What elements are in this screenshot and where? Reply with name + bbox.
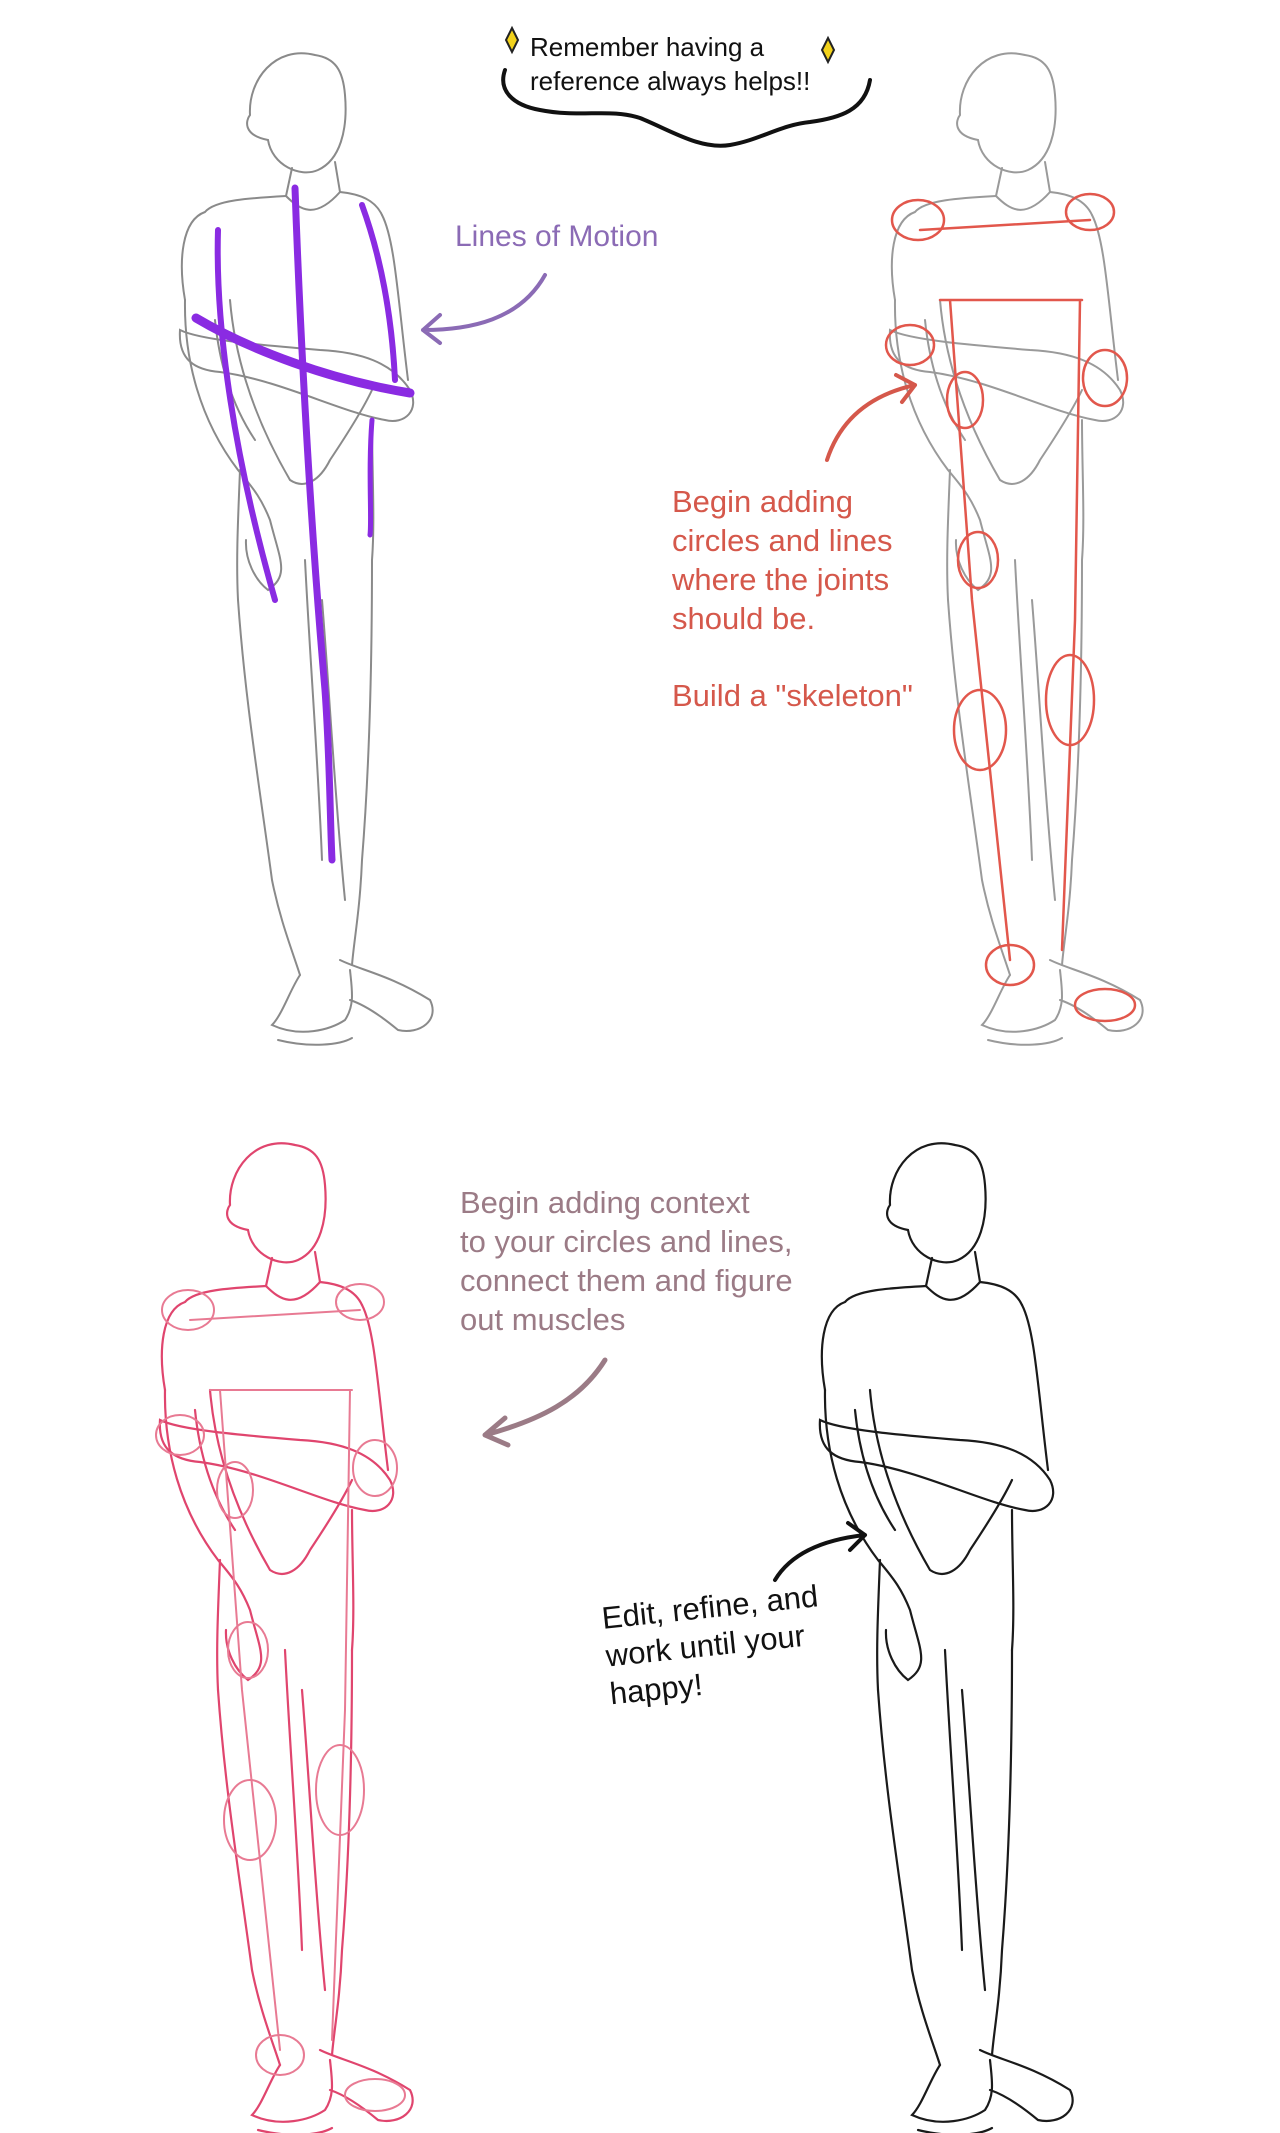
sparkle-icon <box>820 35 836 65</box>
refine-arrow <box>773 1521 867 1582</box>
motion-arrow <box>421 273 547 345</box>
figure-context <box>155 1142 414 2133</box>
lines-of-motion-label: Lines of Motion <box>455 220 659 253</box>
build-skeleton-label: Build a "skeleton" <box>672 678 913 713</box>
speech-bubble-underline <box>501 68 872 148</box>
sparkle-icon <box>504 25 520 55</box>
motion-lines <box>191 184 415 864</box>
skeleton-arrow <box>825 373 917 462</box>
context-instructions: Begin adding context to your circles and… <box>460 1185 793 1337</box>
figure-lines-of-motion <box>178 52 434 1046</box>
reference-note: Remember having a reference always helps… <box>530 32 811 96</box>
skeleton-instructions: Begin adding circles and lines where the… <box>672 484 893 636</box>
context-arrow <box>482 1357 608 1448</box>
